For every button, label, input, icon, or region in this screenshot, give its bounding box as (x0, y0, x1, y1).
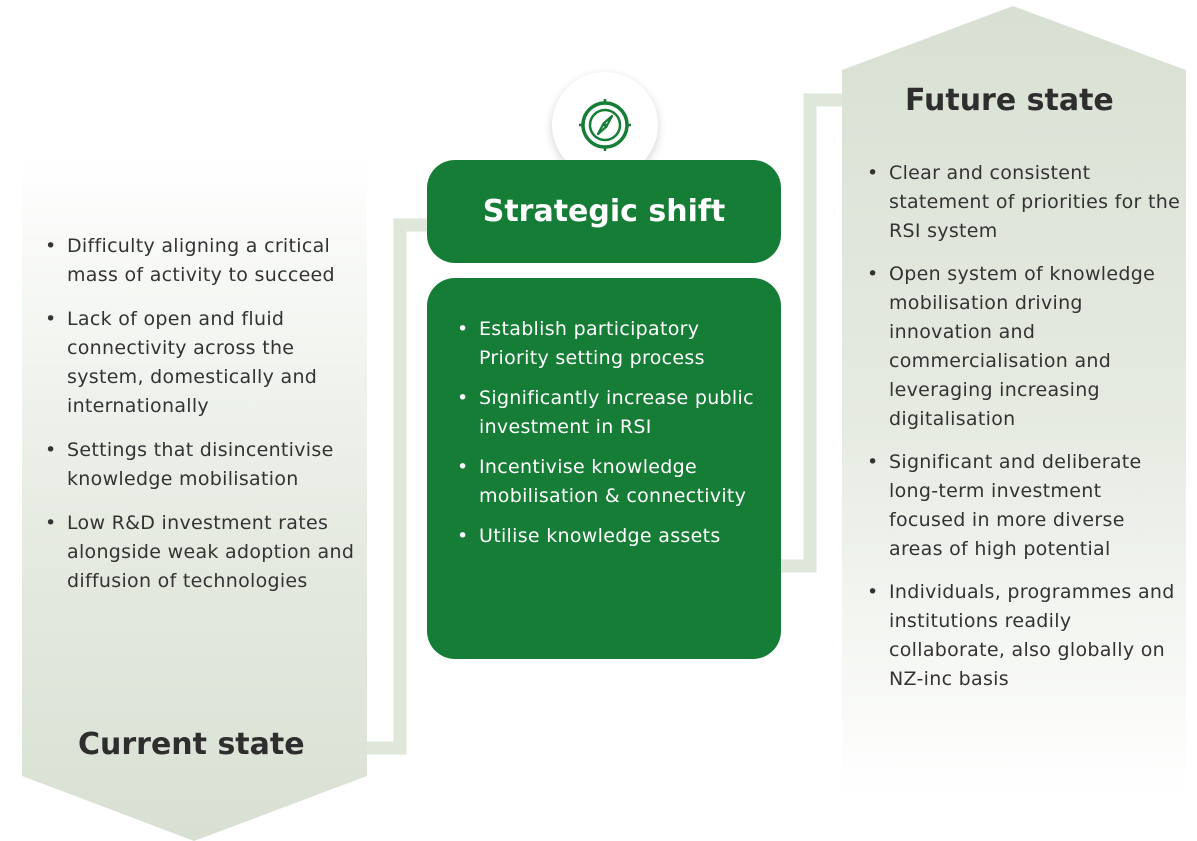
list-item: Open system of knowledge mobilisation dr… (867, 260, 1182, 434)
list-item: Lack of open and fluid connectivity acro… (45, 305, 365, 421)
list-item: Difficulty aligning a critical mass of a… (45, 232, 365, 290)
list-item: Incentivise knowledge mobilisation & con… (457, 453, 762, 511)
list-item: Significant and deliberate long-term inv… (867, 448, 1182, 564)
future-state-title: Future state (905, 83, 1114, 118)
list-item: Significantly increase public investment… (457, 384, 762, 442)
future-state-list: Clear and consistent statement of priori… (867, 159, 1182, 708)
strategic-shift-list: Establish participatory Priority setting… (457, 315, 762, 562)
list-item: Individuals, programmes and institutions… (867, 578, 1182, 694)
list-item: Utilise knowledge assets (457, 522, 762, 551)
list-item: Settings that disincentivise knowledge m… (45, 436, 365, 494)
compass-icon (579, 99, 631, 151)
list-item: Low R&D investment rates alongside weak … (45, 509, 365, 596)
list-item: Establish participatory Priority setting… (457, 315, 762, 373)
list-item: Clear and consistent statement of priori… (867, 159, 1182, 246)
connector-shift-to-future (781, 93, 842, 573)
strategic-shift-title: Strategic shift (427, 160, 781, 263)
current-state-title: Current state (78, 727, 305, 762)
current-state-list: Difficulty aligning a critical mass of a… (45, 232, 365, 611)
connector-current-to-shift (367, 218, 427, 755)
